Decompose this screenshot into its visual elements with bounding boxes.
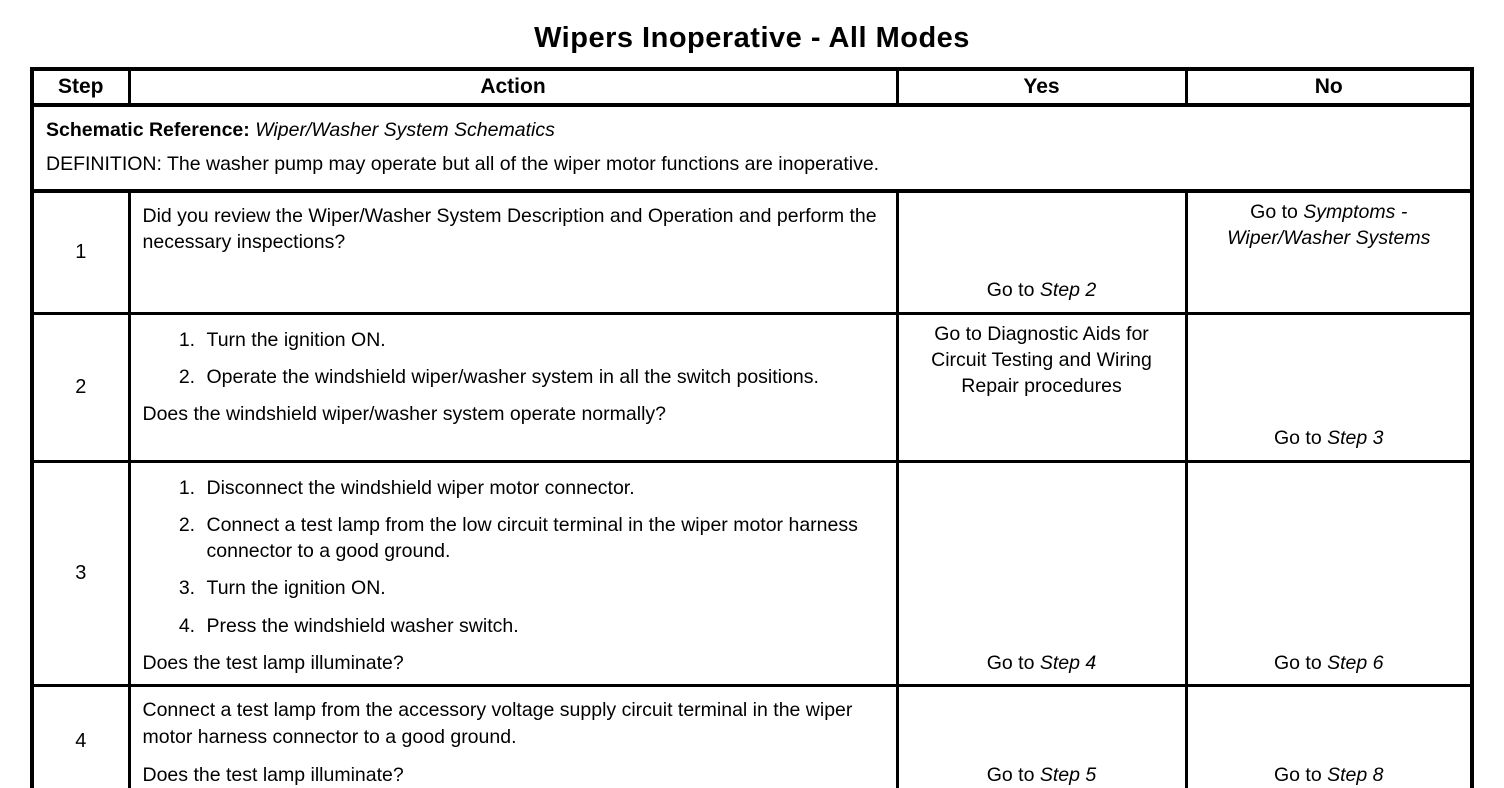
step-number: 4 <box>30 684 131 788</box>
goto-target: Step 5 <box>1039 764 1097 786</box>
no-cell: Go to Step 6 <box>1184 459 1474 688</box>
schematic-definition-cell: Schematic Reference: Wiper/Washer System… <box>30 103 1474 193</box>
column-header-yes: Yes <box>895 67 1188 107</box>
action-step-item: Turn the ignition ON. <box>201 575 882 601</box>
step-number: 2 <box>30 311 131 463</box>
action-text: Connect a test lamp from the accessory v… <box>142 699 853 748</box>
goto-prefix: Go to <box>1250 201 1304 223</box>
goto-text: Go to Diagnostic Aids for Circuit Testin… <box>931 322 1152 398</box>
action-steps-list: Turn the ignition ON. Operate the windsh… <box>143 327 882 391</box>
schematic-reference-line: Schematic Reference: Wiper/Washer System… <box>46 113 1458 147</box>
goto-target: Step 6 <box>1327 652 1384 675</box>
yes-cell: Go to Diagnostic Aids for Circuit Testin… <box>895 311 1188 463</box>
no-cell: Go to Step 3 <box>1184 311 1474 463</box>
schematic-definition-row: Schematic Reference: Wiper/Washer System… <box>30 103 1474 193</box>
goto-prefix: Go to <box>986 764 1040 786</box>
action-text: Did you review the Wiper/Washer System D… <box>142 205 877 254</box>
no-cell: Go to Symptoms - Wiper/Washer Systems <box>1184 189 1474 315</box>
action-cell: Disconnect the windshield wiper motor co… <box>127 459 899 688</box>
schematic-reference-value: Wiper/Washer System Schematics <box>255 119 555 141</box>
goto-target: Step 3 <box>1327 427 1384 450</box>
step-number: 3 <box>30 459 131 688</box>
goto-target: Step 2 <box>1039 279 1097 302</box>
action-question: Does the windshield wiper/washer system … <box>142 403 667 426</box>
table-row-step-2: 2 Turn the ignition ON. Operate the wind… <box>30 311 1474 463</box>
goto-prefix: Go to <box>1273 764 1328 786</box>
column-header-action: Action <box>127 67 899 107</box>
column-header-step: Step <box>30 67 131 107</box>
yes-cell: Go to Step 5 <box>895 684 1188 788</box>
action-cell: Connect a test lamp from the accessory v… <box>127 684 899 788</box>
no-cell: Go to Step 8 <box>1184 684 1474 788</box>
yes-cell: Go to Step 4 <box>895 459 1188 688</box>
action-step-item: Turn the ignition ON. <box>201 327 882 353</box>
action-question: Does the test lamp illuminate? <box>142 764 404 786</box>
diagnostic-table: Step Action Yes No Schematic Reference: … <box>30 67 1474 788</box>
table-header-row: Step Action Yes No <box>30 67 1474 107</box>
table-row-step-1: 1 Did you review the Wiper/Washer System… <box>30 189 1474 315</box>
table-row-step-4: 4 Connect a test lamp from the accessory… <box>30 684 1474 788</box>
goto-prefix: Go to <box>986 279 1040 302</box>
definition-line: DEFINITION: The washer pump may operate … <box>46 153 880 175</box>
action-step-item: Connect a test lamp from the low circuit… <box>201 512 882 565</box>
action-step-item: Press the windshield washer switch. <box>201 613 882 639</box>
goto-prefix: Go to <box>986 652 1040 675</box>
page-title: Wipers Inoperative - All Modes <box>534 22 970 54</box>
goto-target: Symptoms - Wiper/Washer Systems <box>1227 201 1431 250</box>
goto-target: Step 4 <box>1039 652 1097 675</box>
action-question: Does the test lamp illuminate? <box>142 652 404 675</box>
goto-target: Step 8 <box>1327 764 1384 786</box>
column-header-no: No <box>1184 67 1474 107</box>
schematic-reference-label: Schematic Reference: <box>46 119 250 141</box>
action-cell: Turn the ignition ON. Operate the windsh… <box>127 311 899 463</box>
step-number: 1 <box>30 189 131 315</box>
goto-prefix: Go to <box>1273 427 1328 450</box>
yes-cell: Go to Step 2 <box>895 189 1188 315</box>
action-cell: Did you review the Wiper/Washer System D… <box>127 189 899 315</box>
table-row-step-3: 3 Disconnect the windshield wiper motor … <box>30 459 1474 688</box>
goto-prefix: Go to <box>1273 652 1328 675</box>
action-steps-list: Disconnect the windshield wiper motor co… <box>143 475 882 640</box>
action-step-item: Disconnect the windshield wiper motor co… <box>201 475 882 501</box>
action-step-item: Operate the windshield wiper/washer syst… <box>201 364 882 390</box>
